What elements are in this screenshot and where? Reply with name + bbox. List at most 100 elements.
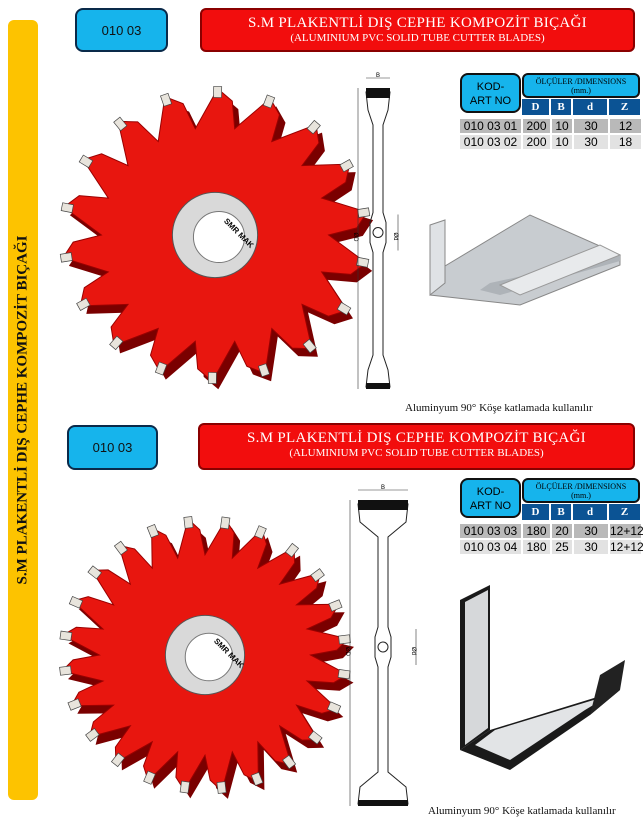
carbide-tip [310,568,325,583]
carbide-tip [154,361,168,376]
product-code-badge: 010 03 [75,8,168,52]
bore-diameter-label: Ød [392,233,398,241]
carbide-tip [67,698,82,711]
column-header: d [573,99,607,115]
outer-diameter-label: ØD [352,233,358,243]
carbide-tip [257,363,270,378]
carbide-tip [337,669,351,680]
column-header: D [522,504,549,520]
table-cell: 200 [523,135,550,149]
table-cell: 10 [552,135,572,149]
vertical-category-banner: S.M PLAKENTLİ DIŞ CEPHE KOMPOZİT BIÇAĞI [8,20,38,800]
dimensions-label: ÖLÇÜLER /DIMENSIONS [535,77,627,86]
carbide-tip [250,771,264,787]
carbide-tip [282,754,297,770]
table-cell: 010 03 04 [460,540,521,554]
table-cell: 200 [523,119,550,133]
table-cell: 010 03 03 [460,524,521,538]
carbide-tip [85,727,100,742]
carbide-tip [143,770,156,785]
carbide-tip [60,202,74,214]
usage-caption: Aluminyum 90° Köşe katlamada kullanılır [428,805,616,817]
carbide-tip [110,752,126,768]
carbide-tip [207,372,217,384]
carbide-tip [183,516,194,529]
blade-cross-section-drawing: B ØD Ød [352,73,399,389]
blade-cross-section-drawing: B ØD Ød [344,485,417,806]
table-cell: 12+12 [610,524,643,538]
width-label: B [381,485,385,491]
table-cell: 30 [574,119,608,133]
saw-blade-image: SMR MAK [59,516,354,799]
carbide-tip [59,630,73,641]
carbide-tip [336,301,352,316]
unit-label: (mm.) [571,86,591,95]
carbide-tip [113,116,128,132]
code-header: KOD- ART NO [460,73,521,113]
carbide-tip [59,252,73,263]
carbide-tip [78,154,94,169]
dimensions-header: ÖLÇÜLER /DIMENSIONS(mm.) [522,478,640,503]
table-cell: 30 [574,135,608,149]
column-header: B [551,99,571,115]
carbide-tip [59,665,72,676]
carbide-tip [160,92,173,107]
carbide-tip [68,595,84,609]
carbide-tip [87,565,102,580]
carbide-tip [109,335,124,351]
product-title-banner: S.M PLAKENTLİ DIŞ CEPHE KOMPOZİT BIÇAĞI … [198,423,635,470]
carbide-tip [213,86,223,98]
unit-label: (mm.) [571,491,591,500]
carbide-tip [306,119,321,135]
art-no-label: ART NO [469,95,512,107]
table-cell: 010 03 01 [460,119,521,133]
column-header: Z [609,99,640,115]
carbide-tip [113,540,128,556]
table-cell: 30 [574,540,608,554]
table-cell: 010 03 02 [460,135,521,149]
carbide-tip [254,525,267,540]
carbide-tip [326,701,342,715]
product-title: S.M PLAKENTLİ DIŞ CEPHE KOMPOZİT BIÇAĞI [248,15,587,31]
column-header: B [551,504,571,520]
product-title-banner: S.M PLAKENTLİ DIŞ CEPHE KOMPOZİT BIÇAĞI … [200,8,635,52]
product-code-badge: 010 03 [67,425,158,470]
code-header: KOD-ART NO [460,478,521,518]
carbide-tip [308,730,323,745]
bore-diameter-label: Ød [410,647,416,655]
carbide-tip [339,159,354,173]
channel-profile-image [460,585,625,770]
column-header: d [573,504,607,520]
product-subtitle: (ALUMINIUM PVC SOLID TUBE CUTTER BLADES) [290,32,545,44]
carbide-tip [76,297,91,311]
table-cell: 12 [610,119,641,133]
table-cell: 20 [552,524,572,538]
carbide-tip [284,542,300,558]
dimensions-label: ÖLÇÜLER /DIMENSIONS [535,482,627,491]
carbide-tip [220,516,231,530]
dimensions-header: ÖLÇÜLER /DIMENSIONS(mm.) [522,73,640,98]
kod-label: KOD- [476,81,505,93]
carbide-tip [262,94,276,109]
table-cell: 180 [523,540,550,554]
angle-profile-image [429,214,622,306]
usage-caption: Aluminyum 90° Köşe katlamada kullanılır [405,402,593,414]
product-title: S.M PLAKENTLİ DIŞ CEPHE KOMPOZİT BIÇAĞI [247,430,586,446]
carbide-tip [179,780,190,794]
column-header: D [522,99,549,115]
table-cell: 25 [552,540,572,554]
table-cell: 30 [574,524,608,538]
table-cell: 10 [552,119,572,133]
art-no-label: ART NO [469,500,512,512]
width-label: B [376,73,380,79]
product-subtitle: (ALUMINIUM PVC SOLID TUBE CUTTER BLADES) [289,447,544,459]
table-cell: 180 [523,524,550,538]
carbide-tip [356,256,370,268]
carbide-tip [146,523,160,539]
